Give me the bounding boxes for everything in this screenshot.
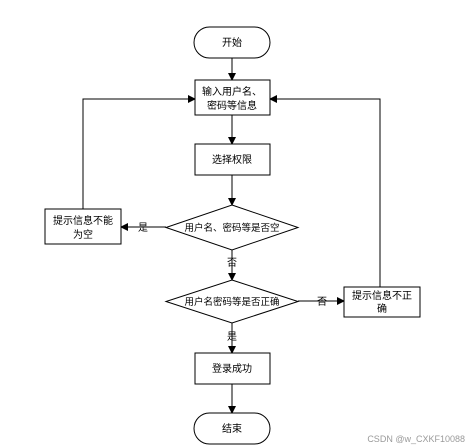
correct-no-label: 否: [317, 296, 327, 308]
end-node: [193, 412, 271, 445]
correct-yes-label: 是: [227, 331, 237, 343]
empty-no-label: 否: [227, 257, 237, 269]
input-label-line2: 密码等信息: [207, 99, 257, 112]
arrow-incorrect-msg-back-to-input: [269, 95, 381, 287]
start-node: [193, 26, 271, 59]
select-label: 选择权限: [212, 153, 252, 166]
success-node: [194, 352, 271, 385]
empty-yes-label: 是: [138, 222, 148, 234]
watermark: CSDN @w_CXKF10088: [367, 434, 465, 444]
empty-msg-line1: 提示信息不能: [53, 214, 113, 227]
select-node: [194, 143, 271, 176]
decision-empty-node: [164, 204, 300, 251]
input-node: [194, 79, 271, 116]
input-label-line1: 输入用户名、: [202, 85, 262, 98]
incorrect-msg-node: [343, 286, 421, 318]
incorrect-msg-line1: 提示信息不正: [352, 289, 412, 302]
decision-empty-label: 用户名、密码等是否空: [184, 222, 279, 234]
empty-msg-node: [44, 208, 122, 245]
incorrect-msg-line2: 确: [377, 302, 387, 315]
decision-correct-node: [164, 279, 300, 324]
success-label: 登录成功: [212, 362, 252, 375]
decision-correct-label: 用户名密码等是否正确: [184, 296, 279, 308]
end-label: 结束: [222, 422, 242, 435]
empty-msg-line2: 为空: [73, 228, 93, 241]
arrow-empty-msg-back-to-input: [82, 95, 196, 209]
start-label: 开始: [222, 36, 242, 49]
